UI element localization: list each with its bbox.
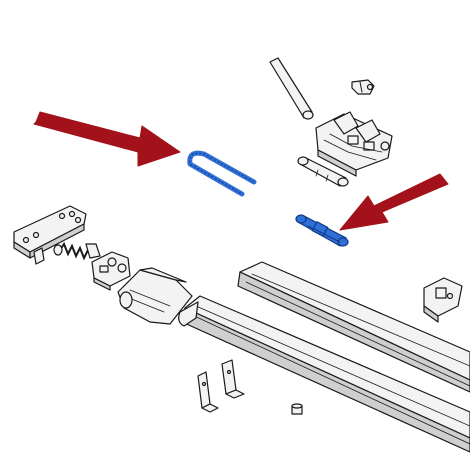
upper-rail-groove bbox=[251, 273, 470, 367]
end-housing bbox=[117, 267, 193, 325]
diagonal-rod bbox=[269, 57, 314, 120]
u-shaped-cable-highlighted bbox=[187, 150, 257, 197]
main-rail-end-cap bbox=[178, 301, 199, 327]
main-rail-groove bbox=[195, 305, 470, 427]
main-rail-groove-2 bbox=[189, 313, 470, 445]
spring-bolt bbox=[53, 241, 101, 261]
corner-clip bbox=[423, 277, 463, 323]
latch-block bbox=[91, 251, 131, 291]
l-bracket-left bbox=[197, 371, 219, 413]
mounting-bracket bbox=[13, 205, 87, 265]
hook-clip-hole bbox=[366, 83, 374, 91]
hook-clip-body bbox=[351, 79, 375, 95]
upper-rail bbox=[237, 261, 470, 393]
main-rail bbox=[178, 295, 470, 453]
upper-rail-groove-2 bbox=[245, 281, 470, 387]
hook-clip bbox=[351, 79, 375, 95]
mechanism-block bbox=[315, 111, 393, 177]
rod-body bbox=[269, 57, 313, 119]
l-bracket-right bbox=[221, 359, 245, 399]
small-screw bbox=[291, 403, 303, 415]
connector-pin-highlighted bbox=[295, 214, 349, 247]
arrow-to-cable bbox=[33, 111, 181, 167]
white-pin bbox=[297, 156, 349, 187]
rod-end bbox=[302, 110, 314, 120]
arrow-to-pin bbox=[339, 173, 449, 231]
